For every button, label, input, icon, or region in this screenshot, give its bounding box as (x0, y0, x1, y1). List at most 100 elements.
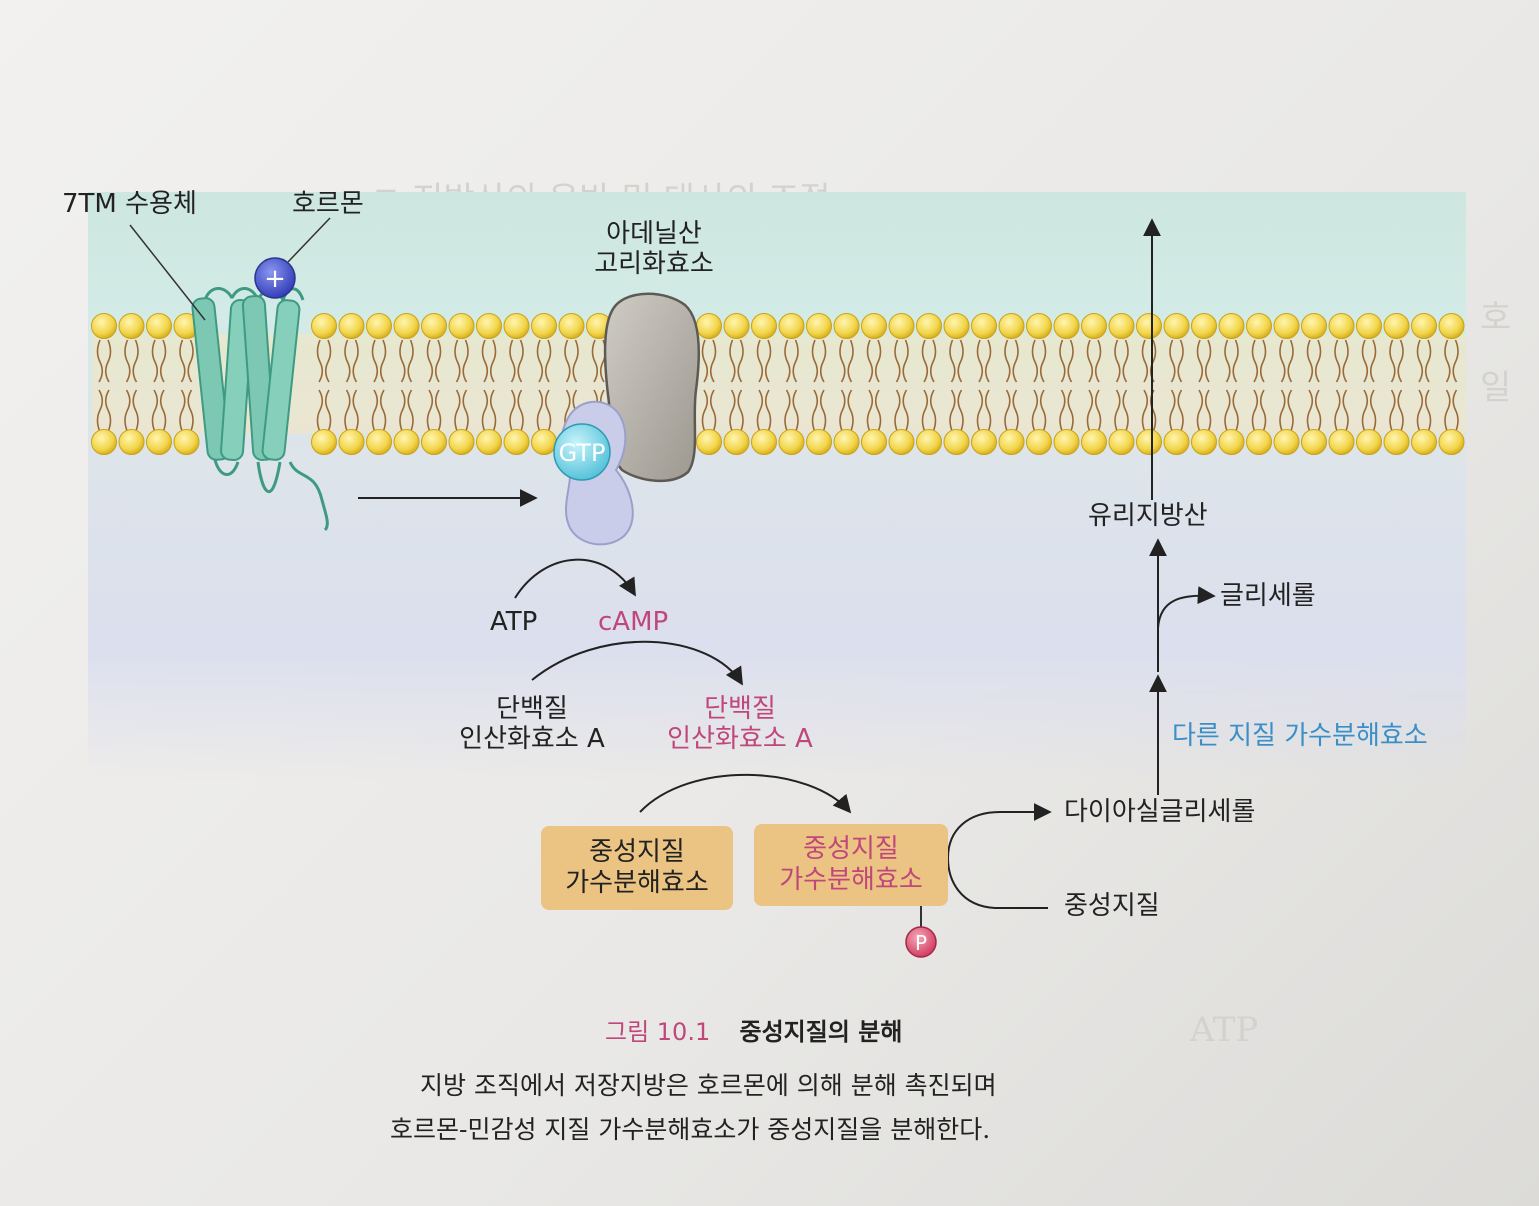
lipid-tails (1444, 339, 1459, 433)
lipid-tails (1389, 339, 1404, 433)
phospholipid-head (421, 313, 447, 339)
lipid-tails (811, 339, 827, 433)
phospholipid-head (366, 429, 392, 455)
lipid-tails (371, 339, 387, 433)
phospholipid-head (1163, 313, 1190, 339)
lipid-tails (756, 339, 772, 433)
lipase-active-line1: 중성지질 (803, 833, 899, 864)
lipid-tails (316, 339, 332, 433)
phospholipid-head (806, 429, 832, 455)
phospholipid-head (1438, 313, 1465, 339)
lipase-inactive-line2: 가수분해효소 (565, 868, 709, 898)
phospholipid-head (696, 429, 722, 455)
phospholipid-head (1191, 429, 1217, 455)
lipid-tails (921, 339, 937, 433)
phospholipid-head (696, 313, 722, 339)
lipid-tails (1224, 339, 1239, 433)
arrow-pka-activation (531, 640, 743, 686)
bleed-through-text: ATP (1190, 1010, 1259, 1050)
label-pka-active: 단백질 인산화효소 A (640, 694, 840, 755)
bleed-through-text: 호 (1480, 298, 1512, 338)
phospholipid-head (448, 313, 475, 339)
phospholipid-head (1108, 429, 1135, 455)
lipid-tails (1086, 339, 1102, 433)
receptor-7tm (191, 287, 329, 532)
phospholipid-head (806, 313, 832, 339)
phospholipid-head (888, 429, 915, 455)
phospholipid-head (1438, 429, 1465, 455)
phospholipid-head (366, 313, 392, 339)
lipid-tails (536, 339, 552, 433)
caption-line-1: 지방 조직에서 저장지방은 호르몬에 의해 분해 촉진되며 (420, 1071, 997, 1100)
phospholipid-head (833, 313, 860, 339)
phospholipid-head (751, 313, 777, 339)
lipid-tails (509, 339, 524, 433)
label-adenylate-cyclase-line2: 고리화효소 (594, 248, 714, 279)
phospholipid-head (1383, 429, 1410, 455)
lipid-tails (1361, 339, 1377, 433)
lipid-bilayer (91, 313, 1466, 455)
phospholipid-head (146, 429, 172, 455)
phospholipid-head (1081, 313, 1107, 339)
phospholipid-head (998, 429, 1025, 455)
phospholipid-head (1218, 313, 1245, 339)
label-adenylate-cyclase-line1: 아데닐산 (606, 219, 702, 249)
phospholipid-head (1356, 313, 1382, 339)
phospholipid-head (91, 429, 117, 455)
phospholipid-head (723, 313, 750, 339)
phospholipid-head (91, 313, 117, 339)
label-hormone: 호르몬 (292, 189, 364, 219)
lipid-tails (949, 339, 964, 433)
arrow-to-glycerol (1157, 586, 1216, 629)
phospholipid-head (531, 429, 557, 455)
phospholipid-head (1081, 429, 1107, 455)
phospholipid-head (338, 313, 365, 339)
lipase-inactive-box: 중성지질 가수분해효소 (541, 826, 733, 910)
gtp-molecule: GTP (553, 423, 611, 481)
phospholipid-head (1246, 313, 1272, 339)
phospholipid-head (311, 429, 337, 455)
label-diacylglycerol: 다이아실글리세롤 (1064, 797, 1256, 827)
lipid-tails (1279, 339, 1294, 433)
phospholipid-head (1328, 429, 1355, 455)
lipid-tails (179, 339, 194, 433)
label-pka-inactive: 단백질 인산화효소 A (432, 694, 632, 755)
phospholipid-head (861, 313, 887, 339)
phospholipid-head (1026, 313, 1052, 339)
phospholipid-head (338, 429, 365, 455)
lipid-tails (564, 339, 579, 433)
phospholipid-head (1273, 313, 1300, 339)
phospholipid-head (393, 429, 420, 455)
phospholipid-head (1411, 313, 1437, 339)
hormone-molecule: + (254, 257, 296, 299)
adenylate-cyclase-shape (603, 292, 701, 483)
lipase-active-line2: 가수분해효소 (779, 865, 923, 895)
phosphate-label: P (915, 931, 927, 955)
phospholipid-head (393, 313, 420, 339)
phospholipid-head (311, 313, 337, 339)
lipid-tails (729, 339, 744, 433)
bleed-through-text: 일 (1480, 368, 1512, 408)
lipid-tails (124, 339, 139, 433)
phospholipid-head (1136, 429, 1162, 455)
lipid-tails (344, 339, 359, 433)
phospholipid-head (971, 313, 997, 339)
phospholipid-head (778, 313, 805, 339)
lipid-tails (1114, 339, 1129, 433)
phospholipid-head (476, 429, 502, 455)
phospholipid-head (1383, 313, 1410, 339)
phospholipid-head (888, 313, 915, 339)
lipid-tails (1416, 339, 1432, 433)
phospholipid-head (833, 429, 860, 455)
lipid-tails (1334, 339, 1349, 433)
lipid-tails (1251, 339, 1267, 433)
phospholipid-head (1136, 313, 1162, 339)
phospholipid-head (476, 313, 502, 339)
phospholipid-head (1246, 429, 1272, 455)
lipid-tails (399, 339, 414, 433)
lipid-tails (481, 339, 497, 433)
phospholipid-head (751, 429, 777, 455)
phospholipid-head (1301, 429, 1327, 455)
label-7tm-receptor: 7TM 수용체 (62, 189, 197, 219)
